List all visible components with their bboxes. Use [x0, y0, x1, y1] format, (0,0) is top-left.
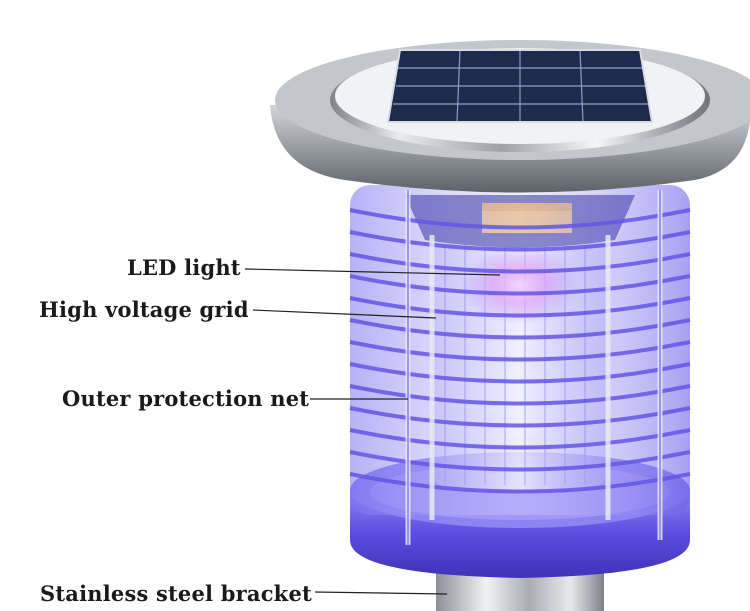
leader-line-grid — [252, 309, 437, 319]
label-stainless-steel-bracket: Stainless steel bracket — [40, 581, 312, 606]
label-led-light: LED light — [127, 255, 241, 280]
leader-line-led — [244, 268, 501, 276]
leader-lines — [244, 268, 501, 595]
leader-line-bracket — [314, 591, 448, 595]
solar-panel-icon — [386, 49, 654, 123]
outer-protection-net — [349, 185, 691, 545]
label-high-voltage-grid: High voltage grid — [39, 297, 249, 322]
label-outer-protection-net: Outer protection net — [62, 386, 310, 411]
